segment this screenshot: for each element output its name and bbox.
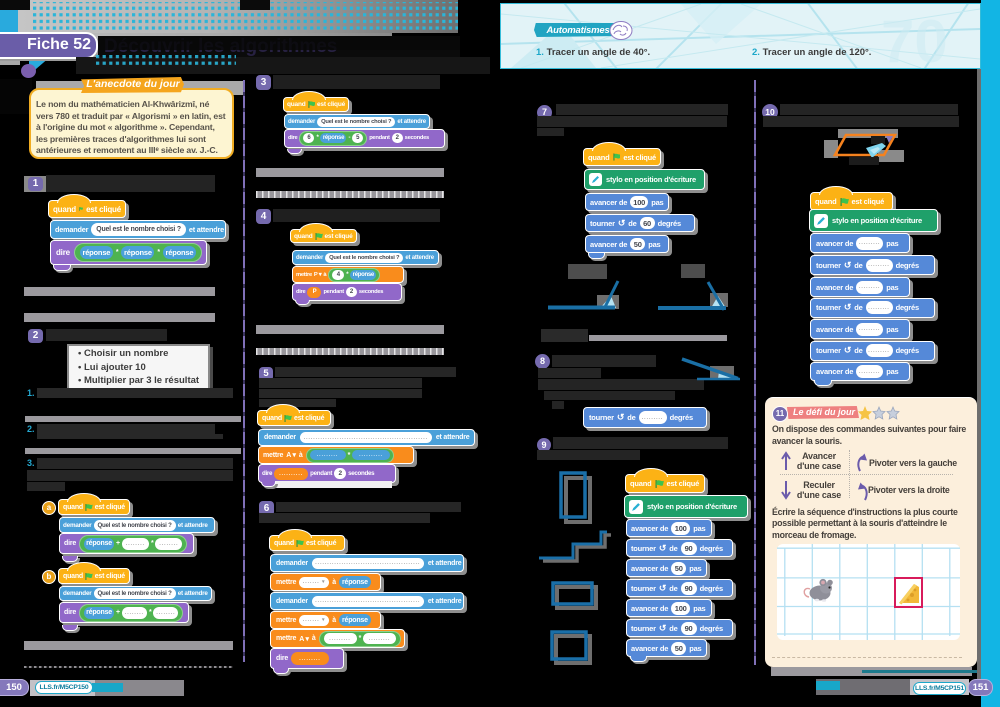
svg-text:70: 70 bbox=[881, 8, 948, 68]
